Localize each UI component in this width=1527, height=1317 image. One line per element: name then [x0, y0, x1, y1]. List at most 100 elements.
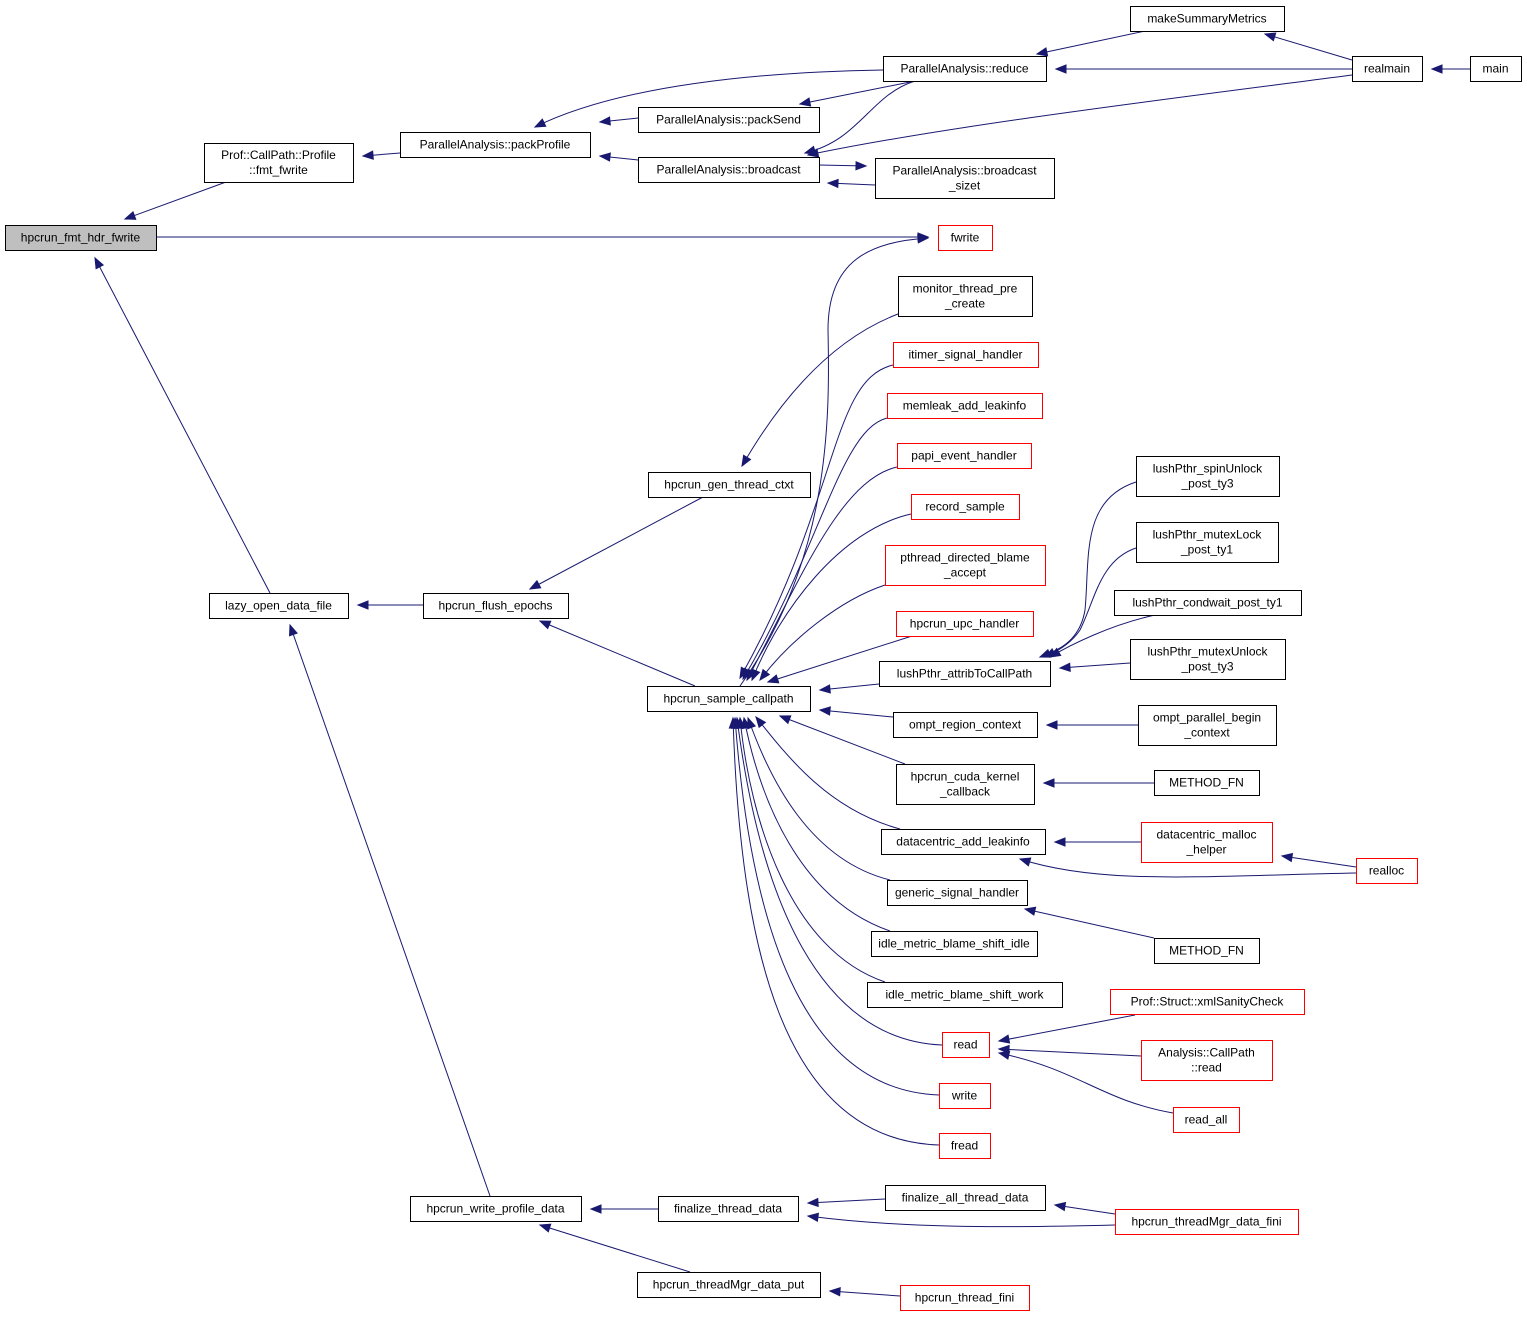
node-box[interactable] [893, 342, 1039, 368]
node-box[interactable] [637, 1272, 821, 1298]
node-box[interactable] [423, 593, 569, 619]
node-box[interactable] [938, 225, 993, 251]
node-box[interactable] [897, 443, 1032, 469]
node-box[interactable] [883, 56, 1047, 82]
function-node-packSend[interactable]: ParallelAnalysis::packSend [638, 107, 820, 133]
node-box[interactable] [911, 494, 1020, 520]
node-box[interactable] [1130, 6, 1285, 32]
node-box[interactable] [410, 1196, 582, 1222]
node-box[interactable] [875, 158, 1055, 199]
function-node-mutexUnlock[interactable]: lushPthr_mutexUnlock_post_ty3 [1130, 639, 1286, 680]
function-node-dc-malloc-helper[interactable]: datacentric_malloc_helper [1141, 822, 1273, 863]
function-node-record-sample[interactable]: record_sample [911, 494, 1020, 520]
node-box[interactable] [1115, 1209, 1299, 1235]
function-node-cuda-kernel[interactable]: hpcrun_cuda_kernel_callback [896, 764, 1035, 805]
node-box[interactable] [1138, 705, 1277, 746]
function-node-monitor-pre-create[interactable]: monitor_thread_pre_create [898, 276, 1033, 317]
node-box[interactable] [885, 1185, 1046, 1211]
node-box[interactable] [1136, 456, 1280, 497]
function-node-method-fn-1[interactable]: METHOD_FN [1154, 770, 1260, 796]
node-box[interactable] [400, 132, 591, 158]
function-node-write-profile[interactable]: hpcrun_write_profile_data [410, 1196, 582, 1222]
function-node-thread-fini[interactable]: hpcrun_thread_fini [900, 1285, 1030, 1311]
node-box[interactable] [939, 1083, 991, 1109]
function-node-reduce[interactable]: ParallelAnalysis::reduce [883, 56, 1047, 82]
function-node-method-fn-2[interactable]: METHOD_FN [1154, 938, 1260, 964]
node-box[interactable] [896, 611, 1034, 637]
node-box[interactable] [1141, 822, 1273, 863]
function-node-realloc[interactable]: realloc [1356, 858, 1418, 884]
node-box[interactable] [638, 157, 820, 183]
node-box[interactable] [1130, 639, 1286, 680]
function-node-threadMgr-fini[interactable]: hpcrun_threadMgr_data_fini [1115, 1209, 1299, 1235]
function-node-lush-attrib[interactable]: lushPthr_attribToCallPath [879, 661, 1051, 687]
function-node-lazy-open[interactable]: lazy_open_data_file [209, 593, 349, 619]
function-node-ompt-region[interactable]: ompt_region_context [893, 712, 1038, 738]
function-node-upc-handler[interactable]: hpcrun_upc_handler [896, 611, 1034, 637]
function-node-itimer[interactable]: itimer_signal_handler [893, 342, 1039, 368]
function-node-spinUnlock[interactable]: lushPthr_spinUnlock_post_ty3 [1136, 456, 1280, 497]
function-node-xmlSanity[interactable]: Prof::Struct::xmlSanityCheck [1110, 989, 1305, 1015]
function-node-gen-thread-ctxt[interactable]: hpcrun_gen_thread_ctxt [648, 472, 811, 498]
function-node-finalize-all[interactable]: finalize_all_thread_data [885, 1185, 1046, 1211]
node-box[interactable] [1141, 1040, 1273, 1081]
function-node-ompt-parallel[interactable]: ompt_parallel_begin_context [1138, 705, 1277, 746]
node-box[interactable] [867, 982, 1063, 1008]
function-node-papi[interactable]: papi_event_handler [897, 443, 1032, 469]
node-box[interactable] [1173, 1107, 1240, 1133]
function-node-root[interactable]: hpcrun_fmt_hdr_fwrite [5, 225, 157, 251]
function-node-idle-work[interactable]: idle_metric_blame_shift_work [867, 982, 1063, 1008]
function-node-prof-fmt-fwrite[interactable]: Prof::CallPath::Profile::fmt_fwrite [204, 143, 354, 183]
function-node-mutexLock[interactable]: lushPthr_mutexLock_post_ty1 [1136, 522, 1279, 563]
function-node-fwrite[interactable]: fwrite [938, 225, 993, 251]
function-node-broadcast[interactable]: ParallelAnalysis::broadcast [638, 157, 820, 183]
function-node-pthread-blame[interactable]: pthread_directed_blame_accept [885, 545, 1046, 586]
node-box[interactable] [647, 686, 811, 712]
function-node-generic-signal[interactable]: generic_signal_handler [887, 880, 1028, 906]
node-box[interactable] [887, 880, 1028, 906]
node-box[interactable] [1352, 56, 1423, 82]
node-box[interactable] [893, 712, 1038, 738]
function-node-read-all[interactable]: read_all [1173, 1107, 1240, 1133]
function-node-finalize-thread[interactable]: finalize_thread_data [658, 1196, 799, 1222]
node-box[interactable] [939, 1133, 991, 1159]
node-box[interactable] [871, 931, 1038, 957]
function-node-threadMgr-put[interactable]: hpcrun_threadMgr_data_put [637, 1272, 821, 1298]
function-node-dc-add-leakinfo[interactable]: datacentric_add_leakinfo [881, 829, 1046, 855]
node-box[interactable] [638, 107, 820, 133]
node-box[interactable] [1154, 938, 1260, 964]
node-box[interactable] [648, 472, 811, 498]
function-node-idle-idle[interactable]: idle_metric_blame_shift_idle [871, 931, 1038, 957]
node-box[interactable] [1136, 522, 1279, 563]
node-box[interactable] [5, 225, 157, 251]
node-box[interactable] [1154, 770, 1260, 796]
function-node-condwait[interactable]: lushPthr_condwait_post_ty1 [1114, 590, 1302, 616]
node-box[interactable] [658, 1196, 799, 1222]
node-box[interactable] [204, 143, 354, 183]
function-node-broadcast-sizet[interactable]: ParallelAnalysis::broadcast_sizet [875, 158, 1055, 199]
node-box[interactable] [209, 593, 349, 619]
function-node-fread[interactable]: fread [939, 1133, 991, 1159]
node-box[interactable] [1356, 858, 1418, 884]
node-box[interactable] [898, 276, 1033, 317]
function-node-write[interactable]: write [939, 1083, 991, 1109]
node-box[interactable] [881, 829, 1046, 855]
node-box[interactable] [1114, 590, 1302, 616]
function-node-sample-callpath[interactable]: hpcrun_sample_callpath [647, 686, 811, 712]
node-box[interactable] [1110, 989, 1305, 1015]
function-node-realmain[interactable]: realmain [1352, 56, 1423, 82]
node-box[interactable] [885, 545, 1046, 586]
node-box[interactable] [1470, 56, 1522, 82]
function-node-flush-epochs[interactable]: hpcrun_flush_epochs [423, 593, 569, 619]
node-box[interactable] [900, 1285, 1030, 1311]
function-node-analysis-read[interactable]: Analysis::CallPath::read [1141, 1040, 1273, 1081]
node-box[interactable] [879, 661, 1051, 687]
node-box[interactable] [896, 764, 1035, 805]
function-node-makeSummaryMetrics[interactable]: makeSummaryMetrics [1130, 6, 1285, 32]
function-node-memleak[interactable]: memleak_add_leakinfo [887, 393, 1043, 419]
function-node-read[interactable]: read [942, 1032, 990, 1058]
function-node-packProfile[interactable]: ParallelAnalysis::packProfile [400, 132, 591, 158]
node-box[interactable] [887, 393, 1043, 419]
node-box[interactable] [942, 1032, 990, 1058]
function-node-main[interactable]: main [1470, 56, 1522, 82]
